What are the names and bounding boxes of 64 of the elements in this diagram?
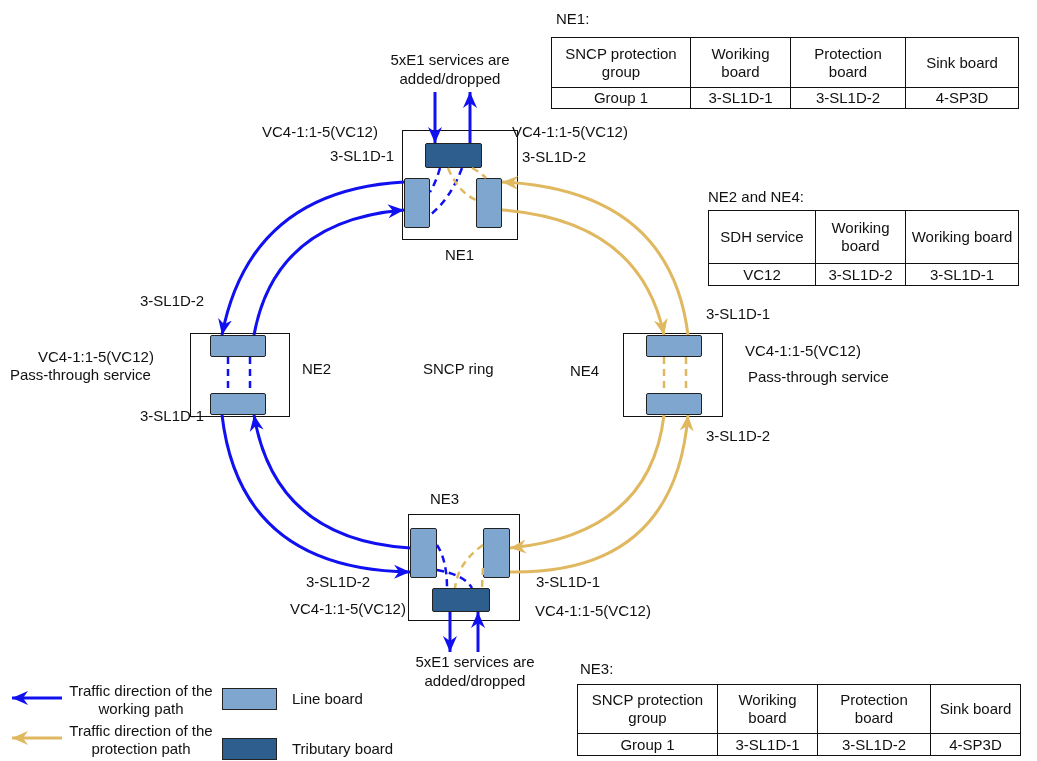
dashed-line xyxy=(435,544,449,589)
table-cell: 3-SL1D-1 xyxy=(905,263,1019,286)
arrow xyxy=(463,92,477,143)
legend-text: Line board xyxy=(292,690,363,708)
board-label: 3-SL1D-1 xyxy=(330,147,395,165)
legend-text: Tributary board xyxy=(292,740,394,758)
board-label: 3-SL1D-2 xyxy=(522,148,587,166)
line-board xyxy=(646,393,702,415)
board-label: 3-SL1D-2 xyxy=(140,292,205,310)
line-board xyxy=(483,528,510,578)
dashed-line xyxy=(471,166,487,179)
line-board xyxy=(476,178,502,228)
table-header: SNCP protection group xyxy=(577,684,718,734)
board-label: 3-SL1D-1 xyxy=(140,407,205,425)
dashed-line xyxy=(446,167,477,202)
table-cell: 4-SP3D xyxy=(930,733,1021,756)
table-cell: 4-SP3D xyxy=(905,87,1019,109)
table-header: Sink board xyxy=(930,684,1021,734)
text-label: VC4-1:1-5(VC12) xyxy=(745,342,861,360)
dashed-line xyxy=(428,167,442,193)
element-name: NE3 xyxy=(430,490,460,508)
table-cell: VC12 xyxy=(708,263,816,286)
service-note: 5xE1 services are added/dropped xyxy=(400,652,550,694)
text-label: VC4-1:1-5(VC12) xyxy=(262,123,378,141)
dashed-line xyxy=(453,544,484,589)
legend-text: Traffic direction of the protection path xyxy=(68,722,214,758)
text-label: SNCP ring xyxy=(423,360,494,378)
text-label: NE3: xyxy=(580,660,614,678)
text-label: Pass-through service xyxy=(748,368,889,386)
table-header: SDH service xyxy=(708,210,816,264)
board-label: 3-SL1D-1 xyxy=(536,573,601,591)
text-label: VC4-1:1-5(VC12) xyxy=(535,602,651,620)
line-board xyxy=(646,335,702,357)
text-label: NE1: xyxy=(556,10,590,28)
dashed-line xyxy=(436,568,474,589)
text-label: Pass-through service xyxy=(10,366,151,384)
arrow xyxy=(471,612,485,652)
text-label: VC4-1:1-5(VC12) xyxy=(38,348,154,366)
tributary-board xyxy=(432,588,490,612)
element-name: NE4 xyxy=(570,362,600,380)
element-name: NE2 xyxy=(302,360,332,378)
line-board xyxy=(410,528,437,578)
line-board xyxy=(210,393,266,415)
table-cell: Group 1 xyxy=(577,733,718,756)
table-header: Sink board xyxy=(905,37,1019,88)
text-label: NE2 and NE4: xyxy=(708,188,804,206)
board-label: 3-SL1D-2 xyxy=(706,427,771,445)
board-label: 3-SL1D-1 xyxy=(706,305,771,323)
dashed-line xyxy=(480,567,485,589)
table-cell: Group 1 xyxy=(551,87,691,109)
legend-text: Traffic direction of the working path xyxy=(68,682,214,718)
element-name: NE1 xyxy=(445,246,475,264)
tributary-board xyxy=(425,143,482,168)
line-board xyxy=(210,335,266,357)
line-board xyxy=(404,178,430,228)
text-label: VC4-1:1-5(VC12) xyxy=(290,600,406,618)
dashed-line xyxy=(429,167,464,216)
service-note: 5xE1 services are added/dropped xyxy=(375,50,525,92)
arrow xyxy=(443,612,457,652)
arrow xyxy=(428,92,442,143)
table-header: SNCP protection group xyxy=(551,37,691,88)
text-label: VC4-1:1-5(VC12) xyxy=(512,123,628,141)
board-label: 3-SL1D-2 xyxy=(306,573,371,591)
table-header: Woriking board xyxy=(905,210,1019,264)
